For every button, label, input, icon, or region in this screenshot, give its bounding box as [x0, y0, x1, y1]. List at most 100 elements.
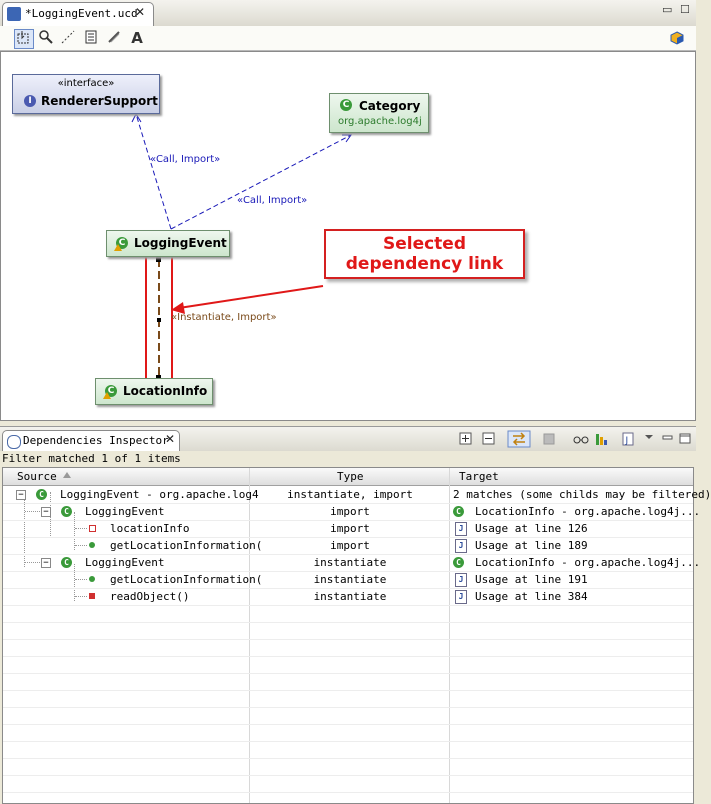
renderer-support-name: RendererSupport [41, 94, 158, 108]
table-row[interactable]: − C LoggingEvent import C LocationInfo -… [3, 503, 701, 521]
link-to-category[interactable] [170, 134, 352, 230]
select-icon[interactable] [14, 29, 34, 49]
zoom-icon[interactable] [37, 29, 55, 47]
link-to-renderer-support[interactable] [135, 113, 172, 230]
source-cell: LoggingEvent - org.apache.log4 [60, 488, 259, 501]
empty-row [3, 673, 693, 691]
filter-status: Filter matched 1 of 1 items [2, 452, 181, 465]
editor-tab-label: *LoggingEvent.ucd [25, 7, 138, 20]
collapse-all-icon[interactable] [482, 432, 495, 445]
type-cell: instantiate [313, 573, 387, 586]
selection-handle[interactable] [156, 375, 161, 380]
target-cell: 2 matches (some childs may be filtered) [453, 488, 711, 501]
category-package: org.apache.log4j [338, 116, 422, 127]
target-cell: LocationInfo - org.apache.log4j... [475, 505, 701, 518]
java-file-icon: J [455, 522, 467, 536]
close-icon[interactable]: ✕ [165, 432, 176, 446]
callout-line-1: Selected [382, 234, 467, 254]
warning-icon [114, 244, 122, 251]
diagram-file-icon [7, 7, 21, 21]
target-cell: Usage at line 191 [475, 573, 588, 586]
svg-text:J: J [625, 436, 629, 446]
table-row[interactable]: − C LoggingEvent - org.apache.log4 insta… [3, 486, 711, 504]
type-cell: instantiate [313, 590, 387, 603]
expand-all-icon[interactable] [459, 432, 472, 445]
table-row[interactable]: getLocationInformation( instantiate J Us… [3, 571, 693, 589]
maximize-icon[interactable] [679, 433, 691, 444]
diagram-canvas[interactable]: «interface» I RendererSupport C Category… [0, 51, 696, 421]
target-cell: Usage at line 126 [475, 522, 588, 535]
type-cell: import [330, 522, 370, 535]
table-row[interactable]: locationInfo import J Usage at line 126 [3, 520, 693, 538]
source-cell: getLocationInformation( [110, 573, 263, 586]
empty-row [3, 690, 693, 708]
column-separator[interactable] [249, 468, 250, 803]
sort-ascending-icon [63, 472, 71, 478]
empty-row [3, 707, 693, 725]
column-separator[interactable] [449, 468, 450, 803]
minimize-icon[interactable] [662, 435, 673, 440]
class-icon: C [61, 506, 72, 517]
inspector-tab-bar: Dependencies Inspector ✕ J [0, 426, 696, 451]
source-cell: LoggingEvent [85, 556, 165, 569]
selection-handle[interactable] [157, 318, 161, 322]
diagram-toolbar: A [0, 26, 696, 51]
category-link-label: «Call, Import» [237, 195, 308, 206]
private-field-icon [89, 525, 96, 532]
attach-icon[interactable] [105, 29, 123, 47]
palette-icon[interactable] [670, 30, 684, 45]
column-type[interactable]: Type [337, 470, 364, 483]
source-cell: readObject() [110, 590, 190, 603]
column-source[interactable]: Source [17, 470, 57, 483]
target-cell: LocationInfo - org.apache.log4j... [475, 556, 701, 569]
table-row[interactable]: − C LoggingEvent instantiate C LocationI… [3, 554, 701, 572]
glasses-icon[interactable] [573, 436, 589, 444]
empty-row [3, 622, 693, 640]
collapse-toggle-icon[interactable]: − [41, 558, 51, 568]
selected-link-callout: Selected dependency link [324, 229, 525, 279]
inspector-tab[interactable]: Dependencies Inspector ✕ [2, 430, 180, 451]
warning-icon [103, 392, 111, 399]
class-icon: C [453, 506, 464, 517]
maximize-icon[interactable]: ☐ [680, 3, 690, 16]
empty-row [3, 741, 693, 759]
location-info-class[interactable]: C LocationInfo [95, 378, 213, 405]
collapse-toggle-icon[interactable]: − [41, 507, 51, 517]
collapse-toggle-icon[interactable]: − [16, 490, 26, 500]
selection-handle[interactable] [156, 257, 161, 262]
column-target[interactable]: Target [459, 470, 499, 483]
dependencies-table[interactable]: Source Type Target − C LoggingEvent - or… [2, 467, 711, 804]
filter-icon[interactable] [596, 434, 607, 445]
close-icon[interactable]: ✕ [135, 5, 146, 19]
minimize-icon[interactable]: ▭ [662, 3, 673, 16]
private-method-icon [89, 593, 95, 599]
category-class[interactable]: C Category org.apache.log4j [329, 93, 429, 133]
empty-row [3, 605, 693, 623]
renderer-support-interface[interactable]: «interface» I RendererSupport [12, 74, 160, 114]
logging-event-class[interactable]: C LoggingEvent [106, 230, 230, 257]
table-row[interactable]: readObject() instantiate J Usage at line… [3, 588, 693, 606]
inspector-toolbar: J [459, 430, 691, 448]
target-cell: Usage at line 189 [475, 539, 588, 552]
table-header: Source Type Target [3, 468, 693, 486]
class-icon: C [453, 557, 464, 568]
dependency-icon[interactable] [59, 29, 77, 47]
note-icon[interactable] [82, 29, 100, 47]
text-icon[interactable]: A [131, 29, 143, 47]
editor-tab[interactable]: *LoggingEvent.ucd ✕ [2, 2, 154, 27]
type-cell: instantiate [313, 556, 387, 569]
tree-connector [24, 492, 25, 567]
source-cell: locationInfo [110, 522, 190, 535]
source-cell: getLocationInformation( [110, 539, 263, 552]
view-menu-icon[interactable] [645, 435, 653, 439]
stop-icon[interactable] [543, 433, 555, 445]
interface-stereotype: «interface» [57, 78, 115, 89]
link-with-editor-icon[interactable] [507, 430, 531, 448]
table-row[interactable]: getLocationInformation( import J Usage a… [3, 537, 693, 555]
inspector-icon [7, 435, 21, 449]
java-file-icon: J [455, 590, 467, 604]
empty-row [3, 656, 693, 674]
tree-connector [74, 512, 75, 550]
type-cell: import [330, 539, 370, 552]
java-file-icon[interactable]: J [622, 432, 634, 446]
